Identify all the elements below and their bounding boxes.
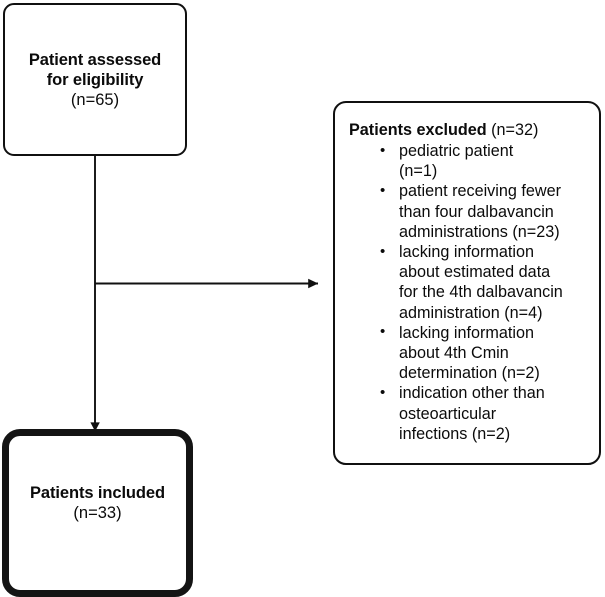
- excluded-heading-count: (n=32): [486, 121, 539, 139]
- assessed-title-line1: Patient assessed: [28, 50, 162, 69]
- list-item: indication other than osteoarticular inf…: [380, 383, 589, 444]
- node-patients-excluded: Patients excluded (n=32) pediatric patie…: [333, 101, 601, 465]
- list-item: lacking information about estimated data…: [380, 242, 589, 323]
- excluded-heading-label: Patients excluded: [349, 121, 487, 139]
- excluded-reasons-list: pediatric patient (n=1) patient receivin…: [349, 140, 589, 444]
- included-count: (n=33): [73, 504, 122, 522]
- included-title: Patients included: [30, 484, 165, 502]
- list-item: patient receiving fewer than four dalbav…: [380, 181, 589, 242]
- node-patients-assessed: Patient assessed for eligibility (n=65): [3, 3, 187, 156]
- excluded-heading: Patients excluded (n=32): [349, 120, 589, 140]
- assessed-title-line2: for eligibility: [46, 70, 144, 89]
- assessed-count: (n=65): [70, 90, 120, 109]
- node-patients-included: Patients included (n=33): [2, 429, 193, 597]
- list-item: pediatric patient (n=1): [380, 140, 589, 181]
- list-item: lacking information about 4th Cmin deter…: [380, 322, 589, 384]
